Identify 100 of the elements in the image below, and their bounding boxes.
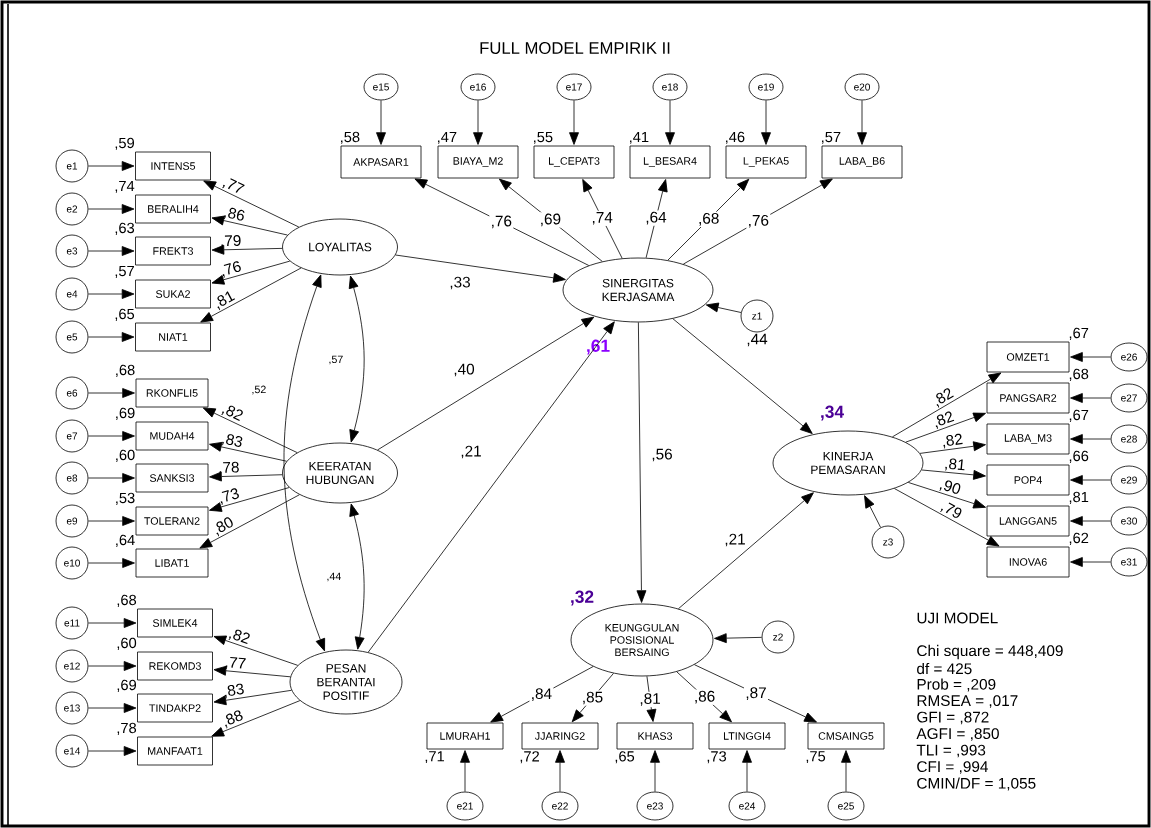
arrow [88, 388, 135, 398]
arrow [1070, 516, 1111, 526]
arrow [705, 302, 742, 313]
arrow [88, 558, 135, 568]
r-squared-value: ,78 [117, 722, 137, 735]
fit-statistic: CMIN/DF = 1,055 [917, 777, 1036, 791]
r-squared-value: ,55 [534, 131, 553, 144]
arrow [490, 666, 594, 723]
arrow [907, 482, 986, 509]
edge-label: ,86 [223, 207, 245, 221]
arrow [202, 407, 298, 453]
arrow [200, 267, 302, 323]
indicator-box: L_BESAR4 [629, 145, 711, 179]
arrow [678, 492, 814, 610]
edge-label: ,87 [744, 686, 768, 702]
r-squared-value: ,46 [726, 131, 745, 144]
edge-label: ,79 [221, 235, 241, 249]
edge-label: ,81 [217, 291, 236, 311]
indicator-box: INOVA6 [986, 546, 1070, 578]
arrow [88, 161, 135, 171]
indicator-box: L_PEKA5 [725, 145, 807, 179]
r-squared-value: ,61 [587, 339, 610, 355]
arrow [88, 204, 135, 214]
r-squared-value: ,72 [520, 751, 539, 764]
indicator-box: INTENS5 [135, 151, 211, 181]
r-squared-value: ,57 [822, 131, 841, 144]
r-squared-value: ,68 [116, 364, 135, 377]
edge-label: ,21 [461, 445, 481, 459]
arrow [714, 633, 762, 644]
covariance-arrow [349, 503, 365, 650]
edge-label: ,77 [225, 656, 246, 670]
arrow [88, 703, 137, 713]
covariance-arrow [348, 275, 365, 443]
r-squared-value: ,68 [117, 594, 137, 607]
arrow [211, 260, 291, 285]
r-squared-value: ,57 [115, 265, 134, 278]
edge-label: ,80 [216, 517, 233, 537]
r-squared-value: ,32 [571, 590, 594, 606]
arrow [694, 664, 817, 723]
edge-label: ,44 [327, 572, 341, 582]
arrow [894, 488, 1000, 547]
r-squared-value: ,60 [117, 637, 137, 650]
indicator-box: L_CEPAT3 [533, 145, 615, 179]
edge-label: ,83 [221, 434, 243, 447]
arrow [582, 179, 623, 259]
indicator-box: TOLERAN2 [135, 506, 209, 536]
title: FULL MODEL EMPIRIK II [480, 42, 670, 54]
edge-label: ,21 [725, 533, 745, 547]
r-squared-value: ,68 [1069, 368, 1089, 381]
arrow [665, 100, 675, 145]
edge-label: ,82 [228, 629, 250, 644]
r-squared-value: ,74 [115, 180, 135, 193]
arrow [667, 178, 750, 261]
r-squared-value: ,67 [1069, 409, 1089, 422]
heading: UJI MODEL [917, 612, 998, 624]
indicator-box: AKPASAR1 [340, 145, 422, 179]
edge-label: ,84 [529, 686, 554, 703]
indicator-box: MANFAAT1 [137, 736, 213, 766]
arrow [199, 494, 300, 549]
edge-label: ,81 [638, 691, 663, 708]
arrow [367, 321, 615, 653]
fit-statistic: df = 425 [917, 662, 972, 675]
r-squared-value: ,69 [117, 679, 136, 692]
covariance-arrow [283, 274, 326, 652]
arrow [742, 750, 752, 792]
indicator-box: SUKA2 [135, 279, 211, 309]
r-squared-value: ,75 [806, 751, 826, 764]
arrow [672, 318, 813, 434]
edge-label: ,68 [696, 211, 721, 227]
fit-statistic: CFI = ,994 [917, 761, 988, 774]
arrow [213, 665, 291, 678]
edge-label: ,81 [945, 458, 965, 471]
indicator-box: LTINGGI4 [708, 722, 786, 750]
arrow [211, 244, 283, 255]
edge-label: ,52 [252, 385, 266, 395]
r-squared-value: ,47 [438, 131, 457, 144]
r-squared-value: ,65 [615, 751, 635, 764]
indicator-box: JJARING2 [521, 722, 599, 750]
arrow [88, 431, 135, 441]
arrow [473, 100, 483, 145]
arrow [676, 671, 732, 723]
arrow [921, 469, 986, 480]
arrow [88, 618, 137, 628]
edge-label: ,82 [943, 433, 963, 449]
indicator-box: BIAYA_M2 [437, 145, 519, 179]
arrow [864, 495, 881, 528]
arrow [569, 100, 579, 145]
indicator-box: LABA_B6 [821, 145, 903, 179]
edge-label: ,40 [454, 363, 475, 377]
indicator-box: PANGSAR2 [986, 382, 1070, 414]
r-squared-value: ,73 [707, 751, 727, 764]
edge-label: ,56 [652, 448, 672, 462]
fit-statistic: TLI = ,993 [916, 744, 986, 758]
arrow [377, 316, 595, 451]
edge-label: ,73 [220, 488, 239, 506]
arrow [88, 332, 135, 342]
edge-label: ,86 [692, 689, 717, 705]
indicator-box: LMURAH1 [426, 722, 504, 750]
indicator-box: SIMLEK4 [137, 608, 213, 638]
arrow [213, 635, 299, 666]
